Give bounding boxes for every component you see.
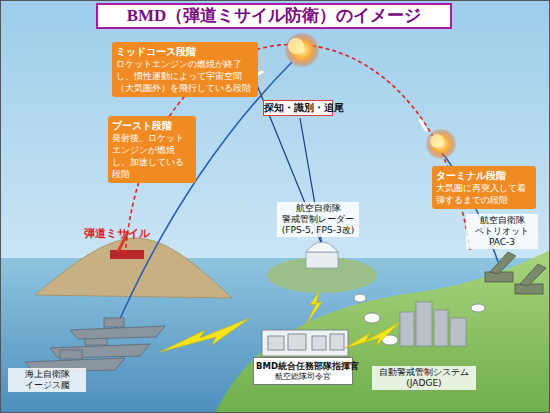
phase-callout: ブースト段階発射後、ロケットエンジンが燃焼し、加速している段階 [108,116,196,183]
datalink-lightning [160,290,400,352]
node-body: ロケットエンジンの燃焼が終了し、慣性運動によって宇宙空間（大気圏外）を飛行してい… [116,58,254,94]
unit-tag: 自動警戒管制システム (JADGE) [372,366,476,390]
node-heading: ブースト段階 [112,119,192,132]
aegis-ships [25,318,165,372]
missile-label: 弾道ミサイル [84,226,150,241]
node-heading: 海上自衛隊 イージス艦 [10,369,84,391]
node-heading: 航空自衛隊 警戒管制レーダー (FPS-5, FPS-3改) [279,203,357,236]
land [215,250,550,413]
city-buildings [400,302,466,346]
midcourse-explosion [285,33,319,67]
node-body: 発射後、ロケットエンジンが燃焼し、加速している段階 [112,132,192,180]
unit-tag: 海上自衛隊 イージス艦 [8,368,86,392]
node-heading: ミッドコース段階 [116,45,254,58]
command-facility [262,330,348,356]
node-heading: 自動警戒管制システム (JADGE) [374,367,474,389]
phase-callout: ターミナル段階大気圏に再突入して着弾するまでの段階 [432,166,536,209]
node-heading: ターミナル段階 [436,169,532,182]
node-heading: BMD統合任務部隊指揮官 [256,360,350,372]
phase-callout: ミッドコース段階ロケットエンジンの燃焼が終了し、慣性運動によって宇宙空間（大気圏… [112,42,258,97]
node-heading: 航空自衛隊 ペトリオット PAC-3 [468,215,536,248]
node-heading: 探知・識別・追尾 [264,101,332,115]
pac3-launchers [485,252,546,294]
diagram-title: BMD（弾道ミサイル防衛）のイメージ [96,3,452,29]
radar-site [267,242,377,293]
command-box: BMD統合任務部隊指揮官航空総隊司令官 [253,357,353,385]
tracking-box: 探知・識別・追尾 [263,100,333,116]
terminal-explosion [426,129,456,159]
unit-tag: 航空自衛隊 ペトリオット PAC-3 [466,214,538,249]
node-body: 大気圏に再突入して着弾するまでの段階 [436,182,532,206]
unit-tag: 航空自衛隊 警戒管制レーダー (FPS-5, FPS-3改) [277,202,359,237]
node-body: 航空総隊司令官 [256,372,350,382]
